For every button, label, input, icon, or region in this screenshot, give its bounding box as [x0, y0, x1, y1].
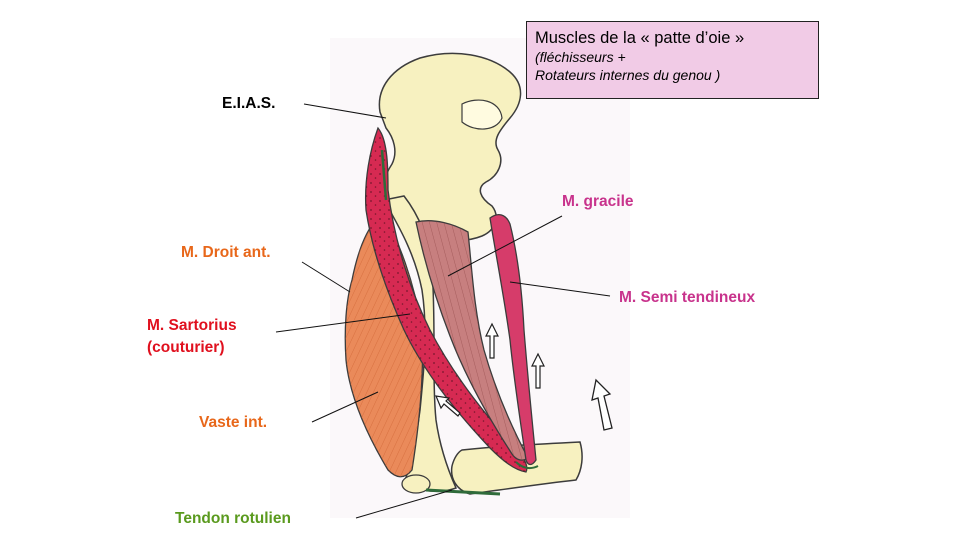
title-box: Muscles de la « patte d’oie » (fléchisse… — [526, 21, 819, 99]
patellar-tendon — [425, 488, 501, 496]
patella-bone — [401, 474, 431, 494]
label-sartorius: M. Sartorius — [147, 317, 237, 334]
title-line-1: Muscles de la « patte d’oie » — [535, 29, 745, 47]
label-eias: E.I.A.S. — [222, 95, 276, 112]
label-couturier: (couturier) — [147, 339, 225, 356]
rotation-arrow-2 — [531, 352, 545, 389]
title-line-2: (fléchisseurs + — [535, 49, 626, 65]
label-tendon-rotulien: Tendon rotulien — [175, 510, 291, 527]
leader-vaste-int — [311, 391, 379, 423]
leader-droit-ant — [301, 261, 351, 293]
gracile-fibers — [416, 220, 528, 461]
sartorius-tendon — [380, 149, 388, 201]
sartorius-texture — [365, 128, 527, 472]
leader-semi-tendineux — [509, 281, 611, 297]
pes-anserinus-tendon — [515, 461, 539, 470]
title-line-3: Rotateurs internes du genou ) — [535, 67, 721, 83]
pelvis-notch — [461, 99, 503, 130]
label-droit-ant: M. Droit ant. — [181, 244, 271, 261]
rotation-arrow-1 — [485, 322, 499, 359]
leader-tendon-rotulien — [355, 489, 453, 519]
label-gracile: M. gracile — [562, 193, 634, 210]
leader-sartorius — [275, 313, 411, 333]
semitendineux-muscle — [489, 213, 537, 466]
rotation-arrow-4 — [591, 378, 613, 431]
rotation-arrow-3 — [435, 395, 461, 417]
leader-gracile — [447, 215, 563, 277]
label-vaste-int: Vaste int. — [199, 414, 268, 431]
label-semi-tendineux: M. Semi tendineux — [619, 289, 756, 306]
leader-eias — [303, 103, 387, 119]
